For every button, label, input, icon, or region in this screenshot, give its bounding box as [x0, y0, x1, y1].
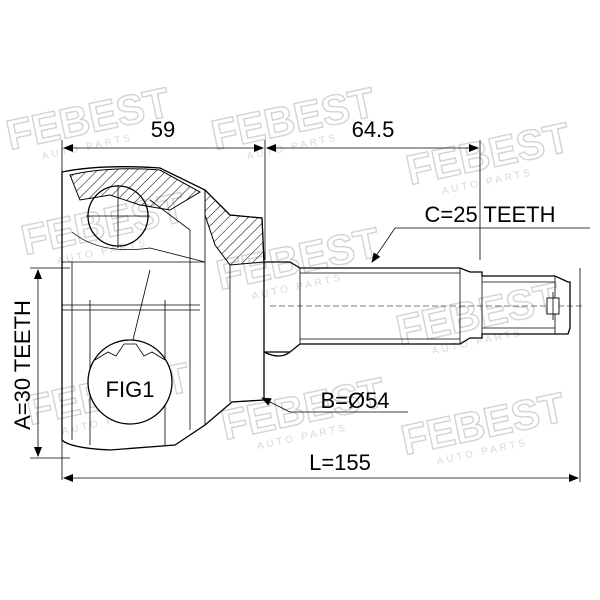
dimension-labels: 59 64.5 C=25 TEETH B=Ø54 L=155 A=30 TEET… — [10, 117, 556, 475]
label-59: 59 — [151, 117, 175, 142]
watermark-3: FEBEST AUTO PARTS — [401, 113, 575, 198]
shaft — [264, 261, 585, 353]
fig1-circle — [87, 339, 173, 425]
label-a-teeth: A=30 TEETH — [10, 300, 35, 430]
label-c-teeth: C=25 TEETH — [424, 202, 555, 227]
leader-c — [371, 227, 590, 263]
leader-b — [261, 397, 408, 413]
neck — [231, 351, 291, 403]
fig1-leader — [129, 269, 151, 353]
label-64-5: 64.5 — [352, 117, 395, 142]
fig1-spline-profile — [94, 343, 166, 361]
watermark-6: FEBEST AUTO PARTS — [391, 273, 565, 358]
watermark-8: FEBEST AUTO PARTS — [216, 368, 390, 453]
fig1-label: FIG1 — [106, 377, 155, 402]
label-b-diameter: B=Ø54 — [320, 388, 389, 413]
watermark-9: FEBEST AUTO PARTS — [396, 383, 570, 468]
label-total-length: L=155 — [309, 450, 371, 475]
outer-housing — [61, 166, 265, 451]
dimension-lines — [34, 144, 590, 482]
fig1-callout: FIG1 — [87, 269, 173, 425]
